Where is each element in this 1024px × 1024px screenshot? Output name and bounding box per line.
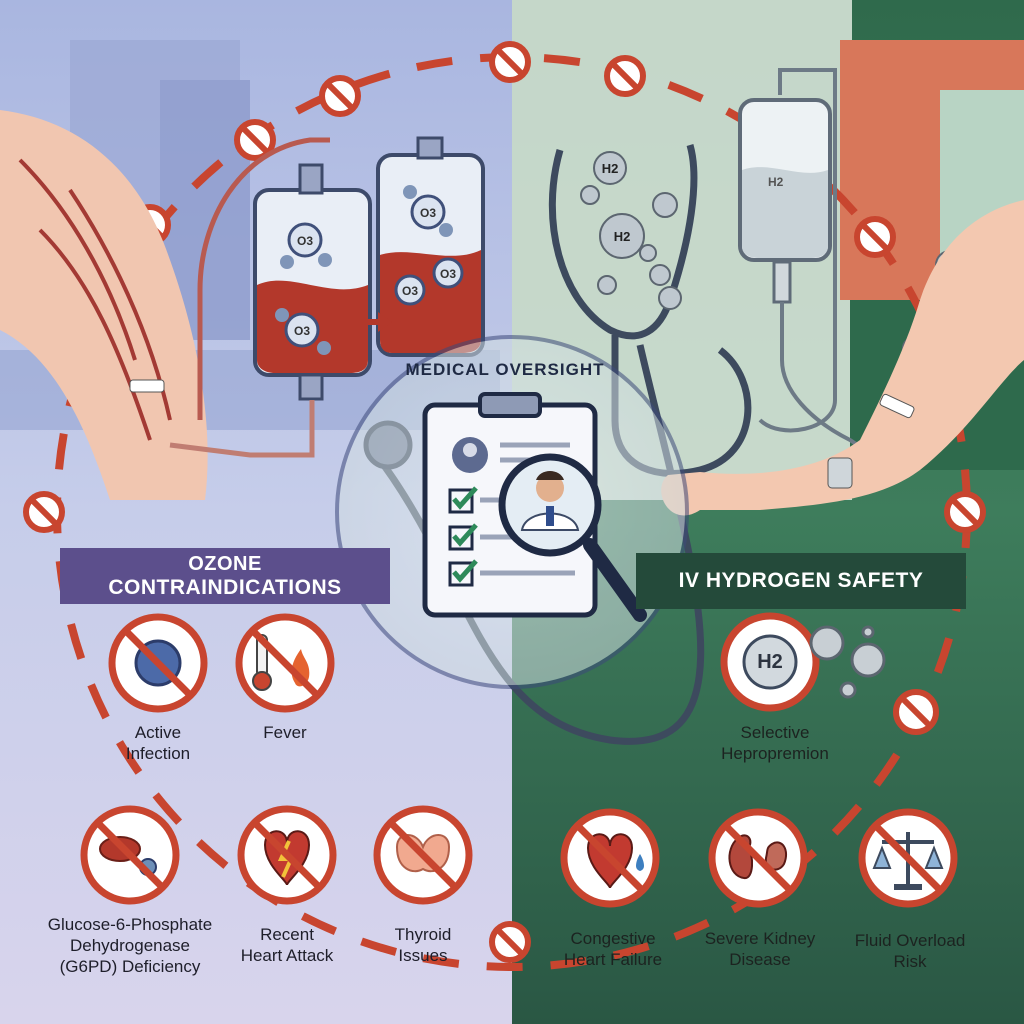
label-line: Congestive bbox=[570, 929, 656, 948]
label-line: Fluid Overload bbox=[854, 931, 966, 950]
medical-oversight-title: MEDICAL OVERSIGHT bbox=[405, 360, 605, 379]
ozone-molecules: O3 O3 O3 O3 O3 bbox=[275, 185, 464, 355]
hydrogen-iv-bag: H2 bbox=[738, 68, 882, 462]
ozone-molecule-label: O3 bbox=[440, 267, 456, 281]
hydrogen-icon-row bbox=[560, 612, 958, 908]
label-line: Heart Failure bbox=[563, 950, 663, 969]
label-line: Dehydrogenase bbox=[69, 936, 191, 955]
label-line: Disease bbox=[729, 950, 791, 969]
label-line: Risk bbox=[893, 952, 927, 971]
label-line: Recent bbox=[260, 925, 314, 944]
label-line: Selective bbox=[740, 723, 810, 742]
label-selective-hepropremion: Selective Hepropremion bbox=[700, 722, 850, 764]
label-line: Fever bbox=[263, 723, 307, 742]
ozone-molecule-label: O3 bbox=[294, 324, 310, 338]
ozone-tube bbox=[169, 400, 315, 458]
label-line: Issues bbox=[398, 946, 448, 965]
banner-line-1: OZONE bbox=[188, 553, 262, 575]
label-line: Severe Kidney bbox=[704, 929, 816, 948]
label-line: (G6PD) Deficiency bbox=[59, 957, 201, 976]
hydrogen-molecule-label: H2 bbox=[602, 161, 619, 176]
hydrogen-molecule-label: H2 bbox=[757, 651, 783, 673]
label-fluid-overload-risk: Fluid Overload Risk bbox=[840, 930, 980, 972]
hydrogen-molecule-label: H2 bbox=[614, 229, 631, 244]
label-g6pd-deficiency: Glucose-6-Phosphate Dehydrogenase (G6PD)… bbox=[30, 914, 230, 977]
ozone-contraindications-banner: OZONE CONTRAINDICATIONS bbox=[60, 548, 390, 604]
ozone-icon-row-1 bbox=[108, 613, 335, 713]
label-line: Glucose-6-Phosphate bbox=[47, 915, 213, 934]
label-active-infection: Active Infection bbox=[98, 722, 218, 764]
banner-line-2: CONTRAINDICATIONS bbox=[108, 576, 342, 599]
left-arm bbox=[0, 110, 208, 500]
right-arm bbox=[661, 200, 1024, 516]
ozone-icon-row-2 bbox=[80, 805, 473, 905]
ozone-molecule-label: O3 bbox=[420, 206, 436, 220]
ozone-molecule-label: O3 bbox=[402, 284, 418, 298]
label-congestive-heart-failure: Congestive Heart Failure bbox=[548, 928, 678, 970]
label-severe-kidney-disease: Severe Kidney Disease bbox=[692, 928, 828, 970]
ozone-molecule-label: O3 bbox=[297, 234, 313, 248]
label-line: Active bbox=[134, 723, 182, 742]
label-line: Infection bbox=[125, 744, 191, 763]
label-line: Heart Attack bbox=[240, 946, 334, 965]
label-line: Thyroid bbox=[394, 925, 452, 944]
magnifying-glass-doctor bbox=[498, 453, 647, 622]
label-thyroid-issues: Thyroid Issues bbox=[373, 924, 473, 966]
label-recent-heart-attack: Recent Heart Attack bbox=[227, 924, 347, 966]
label-line: Hepropremion bbox=[721, 744, 829, 763]
hydrogen-molecule-label: H2 bbox=[768, 175, 784, 189]
iv-hydrogen-safety-banner: IV HYDROGEN SAFETY bbox=[636, 553, 966, 609]
label-fever: Fever bbox=[235, 722, 335, 743]
